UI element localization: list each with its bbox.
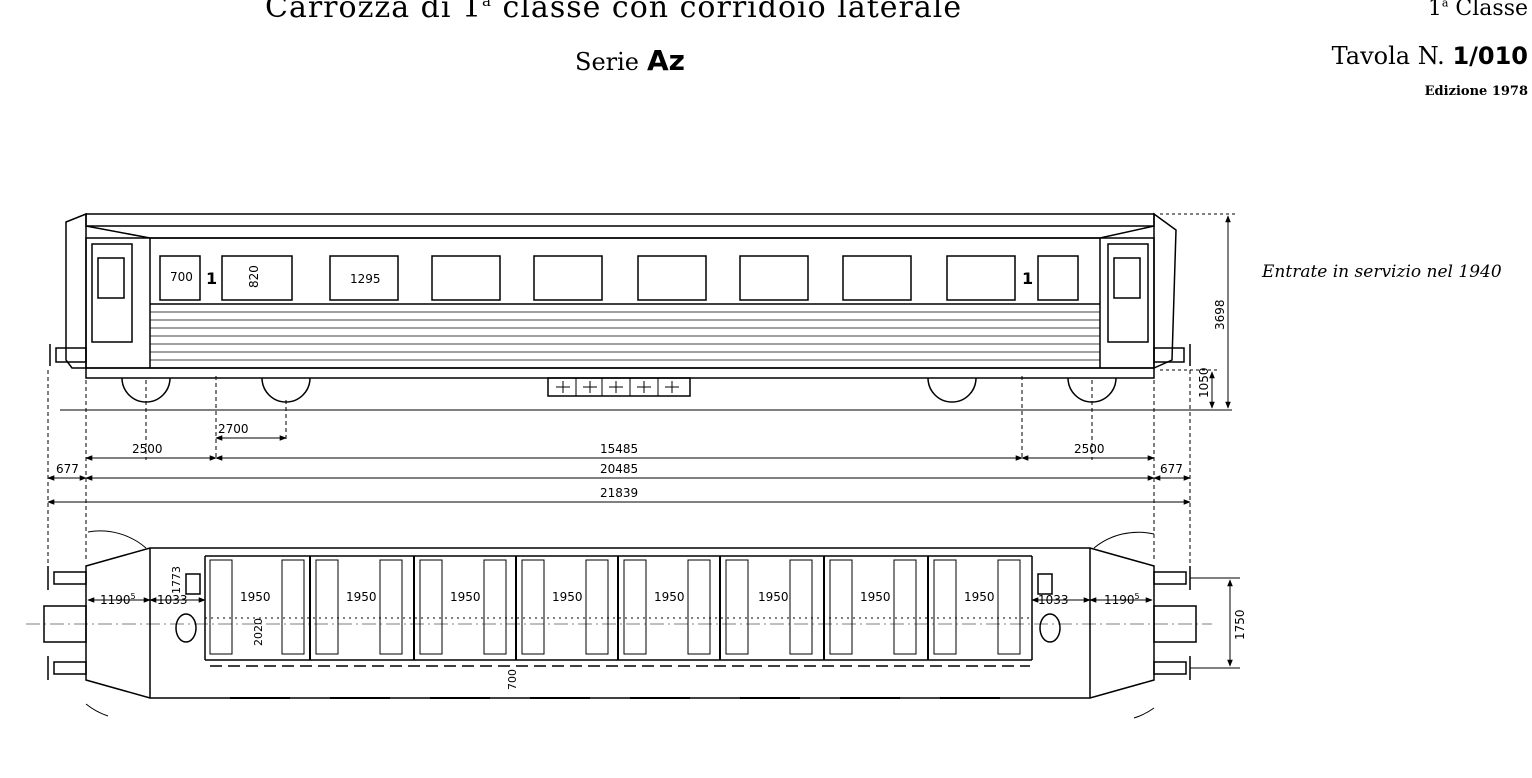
compartment-length-label: 1950 [654,590,685,604]
toilet-left-label: 1033 [157,593,188,607]
floor-height-label: 1050 [1197,367,1211,398]
sheet-code: 1/010 [1452,42,1528,70]
class-label: 1a Classe [1428,0,1528,21]
service-entry-note: Entrate in servizio nel 1940 [1262,262,1502,282]
side-view-labels: 700 820 1295 1 1 [170,265,1033,288]
door-left [91,243,133,343]
plan-outline [85,547,1155,699]
title-main: Carrozza di 1 [265,0,483,25]
compartment-width-label: 2020 [252,618,265,646]
plan-dimension-labels: 11905 1033 1773 1033 11905 2020 700 1750… [100,566,1247,690]
end-right [1153,212,1177,370]
bogie-wheels [121,377,1117,403]
toilet-right-label: 1033 [1038,593,1069,607]
equipment-box [547,377,691,397]
sheet-number: Tavola N. 1/010 [1332,42,1528,70]
toilet-left [175,613,197,643]
serie-text: Serie [575,48,639,76]
roof-curve [85,225,1155,239]
compartment-length-label: 1950 [346,590,377,604]
height-dimensions [1160,213,1236,409]
toilet-width-label: 1773 [170,566,183,594]
length-dimension-labels: 2700 2500 15485 2500 677 20485 677 21839 [56,422,1183,500]
title-rest: classe con corridoio laterale [492,0,963,25]
compartment-length-label: 1950 [552,590,583,604]
buffer-spacing-label: 1750 [1233,609,1247,640]
class-mark-right: 1 [1022,269,1033,288]
body-length-label: 20485 [600,462,638,476]
end-left [65,212,87,369]
length-dimension-lines [47,370,1191,580]
toilet-right [1039,613,1061,643]
class-ordinal: a [1441,0,1449,10]
compartment-length-label: 1950 [758,590,789,604]
underframe [85,367,1155,379]
vestibule-left-label: 11905 [100,592,136,607]
plan-view [26,530,1212,719]
pivot-right-label: 2500 [1074,442,1105,456]
door-right [1107,243,1149,343]
compartment-length-label: 1950 [240,590,271,604]
seat-blocks [205,559,1032,655]
buffers-plan [43,566,1197,680]
buffer-left-label: 677 [56,462,79,476]
wheelbase-label: 2700 [218,422,249,436]
serie-code: Az [647,44,685,77]
pivot-distance-label: 15485 [600,442,638,456]
title-ordinal: a [482,0,492,10]
edition-label: Edizione 1978 [1424,84,1528,99]
compartment-walls [309,556,929,660]
overall-length-label: 21839 [600,486,638,500]
window-width-label: 700 [170,270,193,284]
class-mark-left: 1 [206,269,217,288]
class-text: Classe [1448,0,1528,21]
drawing-title: Carrozza di 1a classe con corridoio late… [265,0,962,25]
compartment-length-label: 1950 [450,590,481,604]
class-number: 1 [1427,0,1442,21]
window-row [159,255,1079,301]
series-label: Serie Az [575,44,685,77]
compartment-length-label: 1950 [860,590,891,604]
buffers-side [49,344,1191,366]
height-total-label: 3698 [1213,299,1227,330]
window-wide-label: 1295 [350,272,381,286]
buffer-right-label: 677 [1160,462,1183,476]
side-elevation [49,212,1232,411]
pivot-left-label: 2500 [132,442,163,456]
corridor-width-label: 700 [506,669,519,690]
roof [85,213,1155,227]
plan-dimension-lines [87,577,1240,669]
car-body [85,237,1155,369]
sheet-label: Tavola N. [1331,42,1453,70]
body-planking [150,311,1100,361]
vestibule-right-label: 11905 [1104,592,1140,607]
compartment-length-label: 1950 [964,590,995,604]
window-height-label: 820 [247,265,261,288]
